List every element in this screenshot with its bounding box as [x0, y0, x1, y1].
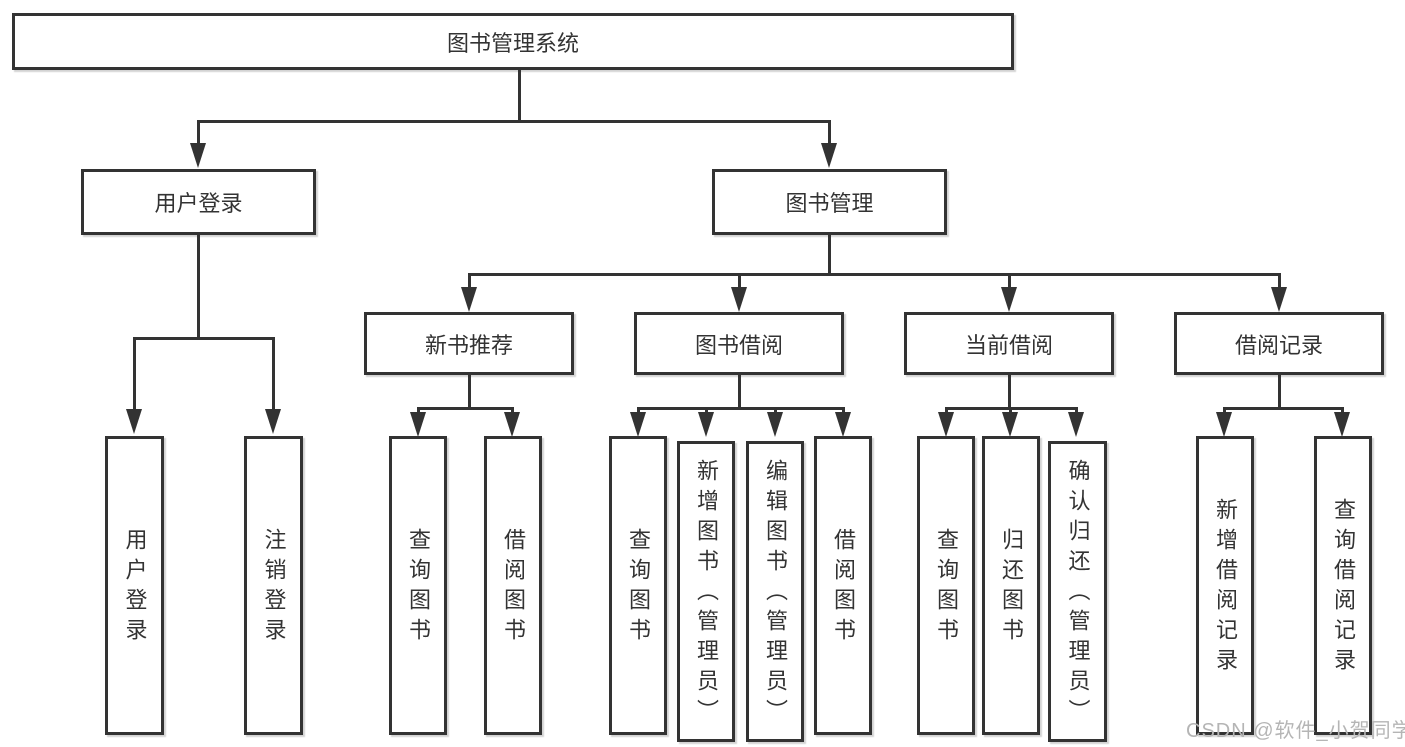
csdn-watermark: CSDN @软件_小贺同学 [1186, 720, 1405, 742]
connector-stem-current-confirm [1075, 407, 1078, 413]
node-user-login-group: 用户登录 [81, 169, 316, 235]
arrow-user-login [126, 409, 142, 434]
connector-user-login-bus [133, 337, 274, 340]
arrow-records-add [1216, 412, 1232, 437]
node-user-login: 用户登录 [105, 436, 164, 735]
connector-root-trunk [518, 70, 521, 120]
connector-user-login-trunk [197, 235, 200, 337]
arrow-borrow-add [698, 412, 714, 437]
connector-book-mgmt-trunk [828, 235, 831, 273]
arrow-logout [265, 409, 281, 434]
arrow-borrow-query [630, 412, 646, 437]
arrow-new-book-rec [461, 287, 477, 312]
node-borrow-edit-books: 编辑图书（管理员） [746, 441, 804, 742]
connector-borrow-trunk [738, 375, 741, 407]
node-new-book-rec: 新书推荐 [364, 312, 574, 375]
connector-stem-records-query [1341, 407, 1344, 413]
connector-stem-rec-query [417, 407, 420, 413]
connector-stem-borrow-borrow [842, 407, 845, 413]
node-book-mgmt-group: 图书管理 [712, 169, 947, 235]
arrow-rec-borrow [504, 412, 520, 437]
node-current-query-books: 查询图书 [917, 436, 975, 735]
arrow-rec-query [410, 412, 426, 437]
arrow-borrow-edit [767, 412, 783, 437]
connector-stem-user-login-group [197, 120, 200, 144]
arrow-current-confirm [1068, 412, 1084, 437]
node-borrow-add-books: 新增图书（管理员） [677, 441, 735, 742]
arrow-records-query [1334, 412, 1350, 437]
node-current-return-books: 归还图书 [982, 436, 1040, 735]
arrow-borrow-records [1271, 287, 1287, 312]
arrow-current-query [938, 412, 954, 437]
arrow-book-mgmt-group [821, 143, 837, 168]
connector-stem-borrow-edit [774, 407, 777, 413]
node-rec-query-books: 查询图书 [389, 436, 447, 735]
node-current-borrow: 当前借阅 [904, 312, 1114, 375]
node-library-management-system: 图书管理系统 [12, 13, 1014, 70]
connector-stem-book-mgmt-group [828, 120, 831, 144]
connector-records-trunk [1278, 375, 1281, 407]
arrow-borrow-borrow [835, 412, 851, 437]
connector-stem-borrow-query [637, 407, 640, 413]
arrow-book-borrow [731, 287, 747, 312]
connector-stem-current-query [945, 407, 948, 413]
connector-rec-bus [417, 407, 514, 410]
node-borrow-records: 借阅记录 [1174, 312, 1384, 375]
connector-rec-trunk [468, 375, 471, 407]
node-logout-login: 注销登录 [244, 436, 303, 735]
connector-stem-rec-borrow [511, 407, 514, 413]
connector-stem-current-return [1009, 407, 1012, 413]
node-records-query-record: 查询借阅记录 [1314, 436, 1372, 735]
node-rec-borrow-books: 借阅图书 [484, 436, 542, 735]
connector-level3-bus [468, 273, 1281, 276]
node-book-borrow: 图书借阅 [634, 312, 844, 375]
node-borrow-query-books: 查询图书 [609, 436, 667, 735]
arrow-current-borrow [1001, 287, 1017, 312]
connector-stem-borrow-add [705, 407, 708, 413]
connector-borrow-bus [637, 407, 844, 410]
connector-stem-user-login [133, 337, 136, 410]
arrow-user-login-group [190, 143, 206, 168]
node-current-confirm-return: 确认归还（管理员） [1048, 441, 1107, 742]
connector-stem-new-book-rec [468, 273, 471, 288]
connector-stem-borrow-records [1278, 273, 1281, 288]
connector-current-trunk [1008, 375, 1011, 407]
connector-stem-book-borrow [738, 273, 741, 288]
connector-records-bus [1223, 407, 1343, 410]
connector-level2-bus [197, 120, 831, 123]
node-borrow-borrow-books: 借阅图书 [814, 436, 872, 735]
arrow-current-return [1002, 412, 1018, 437]
connector-stem-logout [272, 337, 275, 410]
connector-stem-current-borrow [1008, 273, 1011, 288]
node-records-add-record: 新增借阅记录 [1196, 436, 1254, 735]
connector-stem-records-add [1223, 407, 1226, 413]
